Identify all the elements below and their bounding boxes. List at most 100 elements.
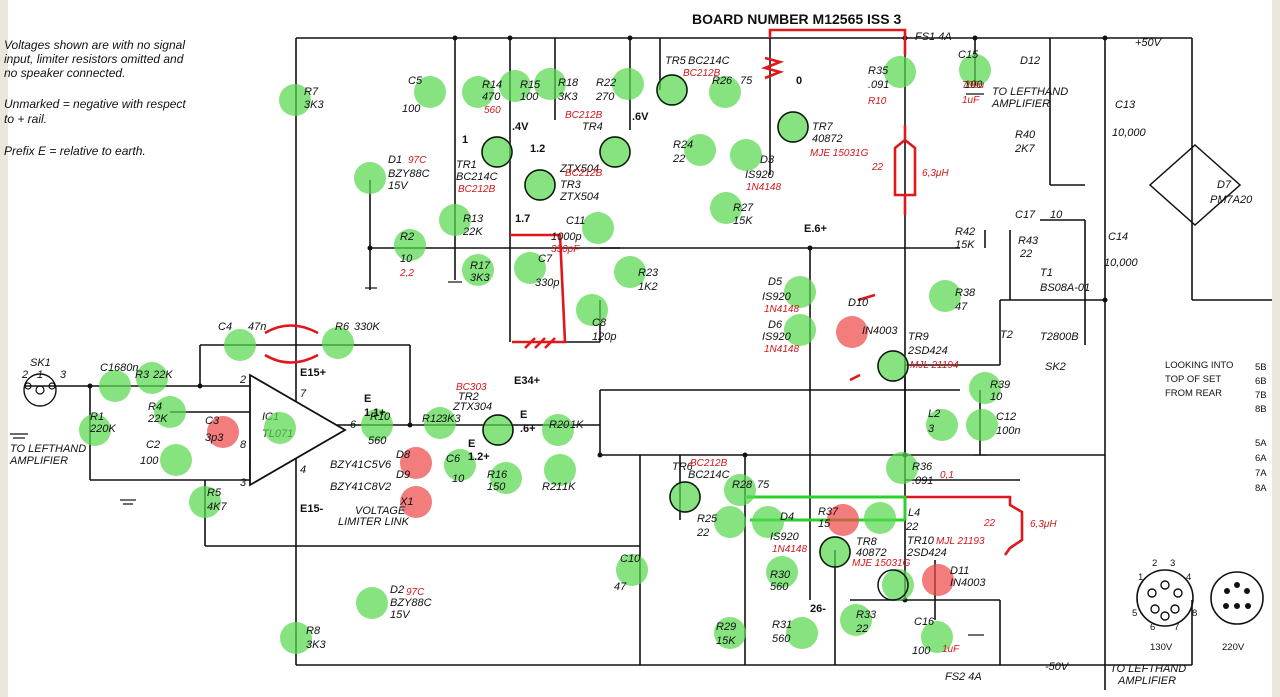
r28-value: 75 xyxy=(757,479,770,491)
r26-ref: R26 xyxy=(712,75,733,87)
d7-ref: D7 xyxy=(1217,179,1232,191)
tr5-ref: TR5 xyxy=(665,55,687,67)
d1-voltage: 15V xyxy=(388,180,409,192)
r43-ref: R43 xyxy=(1018,235,1039,247)
r24-ref: R24 xyxy=(673,139,693,151)
c15-value: 100 xyxy=(964,79,983,91)
socket-pin-4: 4 xyxy=(1186,572,1191,583)
r25-value: 22 xyxy=(696,527,709,539)
c10-value: 47 xyxy=(614,581,627,593)
voltage-e2-label: E xyxy=(468,438,475,450)
r36-ref: R36 xyxy=(912,461,933,473)
r26-value: 75 xyxy=(740,75,753,87)
r12-ref: R12 xyxy=(422,413,442,425)
tr2-ref: TR2 xyxy=(458,391,479,403)
r37-ref: R37 xyxy=(818,506,839,518)
voltage-notes: Voltages shown are with no signal input,… xyxy=(4,38,186,158)
socket-pin-3: 3 xyxy=(1170,558,1175,569)
tr4-ref: TR4 xyxy=(582,121,603,133)
socket-pin-1: 1 xyxy=(1138,572,1143,583)
c3-value: 3p3 xyxy=(205,432,224,444)
ground-symbols xyxy=(10,93,987,636)
r21-value: 1K xyxy=(562,481,576,493)
d10-ref: D10 xyxy=(848,297,869,309)
r20-value: 1K xyxy=(570,419,584,431)
r7-ref: R7 xyxy=(304,86,319,98)
tr7-value: 40872 xyxy=(812,133,843,145)
t1-value: BS08A-01 xyxy=(1040,282,1090,294)
r12-value: 3K3 xyxy=(441,413,461,425)
ann-tr9: MJL 21194 xyxy=(910,360,959,371)
c11-ref: C11 xyxy=(566,215,585,227)
d6-ref: D6 xyxy=(768,319,783,331)
ann-r35: R10 xyxy=(868,96,887,107)
c16-value: 100 xyxy=(912,645,931,657)
r29-value: 15K xyxy=(716,635,736,647)
sk1-pin-1: 1 xyxy=(37,369,43,381)
c4-value: 47n xyxy=(248,321,266,333)
ann-inductor2-22: 22 xyxy=(983,518,996,529)
r1-value: 220K xyxy=(89,423,116,435)
tr2-value: ZTX304 xyxy=(452,401,492,413)
transistor-symbols xyxy=(481,74,909,601)
r20-ref: R20 xyxy=(549,419,570,431)
r7-value: 3K3 xyxy=(304,99,324,111)
opamp-pin-8: 8 xyxy=(240,439,247,451)
c5-ref: C5 xyxy=(408,75,423,87)
r10-ref: R10 xyxy=(370,411,391,423)
voltage-e15p: E15+ xyxy=(300,367,326,379)
voltage-17: 1.7 xyxy=(515,213,530,225)
ann-inductor-22: 22 xyxy=(871,162,884,173)
c16-ref: C16 xyxy=(914,616,935,628)
to-lefthand-2: AMPLIFIER xyxy=(9,455,68,467)
ann-r36: 0,1 xyxy=(940,470,954,481)
to-lefthand-bottom-2: AMPLIFIER xyxy=(1117,675,1176,687)
ann-tr4: BC212B xyxy=(565,110,603,121)
r31-value: 560 xyxy=(772,633,791,645)
r25-ref: R25 xyxy=(697,513,718,525)
ann-tr3: BC212B xyxy=(565,168,603,179)
r16-value: 150 xyxy=(487,481,506,493)
highlight-markers xyxy=(79,54,1001,654)
l4-value: 22 xyxy=(905,521,918,533)
opamp-pin-2: 2 xyxy=(239,374,246,386)
c11-value: 1000p xyxy=(551,231,582,243)
socket-pin-8: 8 xyxy=(1192,608,1197,619)
ann-tr7: MJE 15031G xyxy=(810,148,869,159)
tr3-value: ZTX504 xyxy=(559,191,599,203)
r38-ref: R38 xyxy=(955,287,976,299)
r43-value: 22 xyxy=(1019,248,1032,260)
tr3-ref: TR3 xyxy=(560,179,582,191)
r4-value: 22K xyxy=(147,413,168,425)
tr8-ref: TR8 xyxy=(856,536,878,548)
sk1-pin-3: 3 xyxy=(60,369,67,381)
r3-value: 22K xyxy=(152,369,173,381)
to-lefthand-top-1: TO LEFTHAND xyxy=(992,86,1068,98)
component-labels: R7 3K3 D1 BZY88C 15V R2 10 R13 22K R17 3… xyxy=(89,49,1147,657)
r23-ref: R23 xyxy=(638,267,659,279)
c7-value: 330p xyxy=(535,277,559,289)
d4-value: IS920 xyxy=(770,531,800,543)
c14-value: 10,000 xyxy=(1104,257,1139,269)
c17-value: 10 xyxy=(1050,209,1063,221)
r4-ref: R4 xyxy=(148,401,162,413)
note-line-3: no speaker connected. xyxy=(4,66,125,80)
pin-8a: 8A xyxy=(1255,483,1267,494)
c2-ref: C2 xyxy=(146,439,160,451)
r13-ref: R13 xyxy=(463,213,484,225)
sk2-label: SK2 xyxy=(1045,361,1066,373)
to-lefthand-bottom-1: TO LEFTHAND xyxy=(1110,663,1186,675)
d6-value: IS920 xyxy=(762,331,792,343)
voltage-26m: 26- xyxy=(810,603,826,615)
d2-voltage: 15V xyxy=(390,609,411,621)
r39-ref: R39 xyxy=(990,379,1010,391)
voltage-1: 1 xyxy=(462,134,468,146)
r27-value: 15K xyxy=(733,215,753,227)
socket-130v-label: 130V xyxy=(1150,642,1173,653)
r15-value: 100 xyxy=(520,91,539,103)
r21-ref: R21 xyxy=(542,481,562,493)
voltage-12: 1.2 xyxy=(530,143,545,155)
tr6-value: BC214C xyxy=(688,469,730,481)
pin-7b: 7B xyxy=(1255,390,1267,401)
c5-value: 100 xyxy=(402,103,421,115)
